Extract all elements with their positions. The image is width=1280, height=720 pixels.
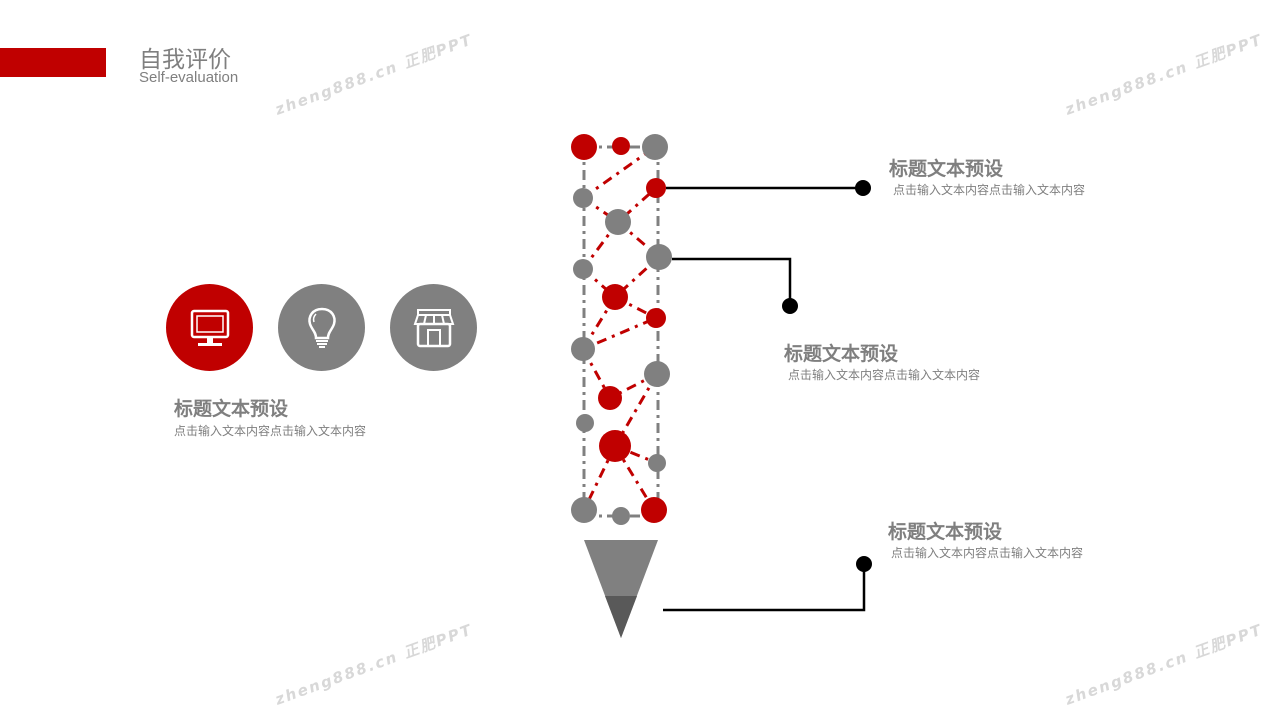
left-body: 点击输入文本内容点击输入文本内容 xyxy=(174,424,367,438)
pencil-tip xyxy=(584,540,658,638)
right-body-2: 点击输入文本内容点击输入文本内容 xyxy=(788,368,981,382)
page-title: 自我评价 xyxy=(139,47,231,73)
monitor-circle xyxy=(166,284,253,371)
storefront-circle xyxy=(390,284,477,371)
lightbulb-circle xyxy=(278,284,365,371)
right-heading-1: 标题文本预设 xyxy=(889,158,1004,180)
lightbulb-icon xyxy=(307,307,336,348)
storefront-icon xyxy=(413,308,454,347)
left-heading: 标题文本预设 xyxy=(174,398,289,420)
header-accent-bar xyxy=(0,48,106,77)
right-heading-3: 标题文本预设 xyxy=(888,521,1003,543)
page-subtitle: Self-evaluation xyxy=(139,69,239,86)
right-body-3: 点击输入文本内容点击输入文本内容 xyxy=(891,546,1084,560)
right-heading-2: 标题文本预设 xyxy=(784,343,899,365)
right-body-1: 点击输入文本内容点击输入文本内容 xyxy=(893,183,1086,197)
monitor-icon xyxy=(190,309,229,346)
